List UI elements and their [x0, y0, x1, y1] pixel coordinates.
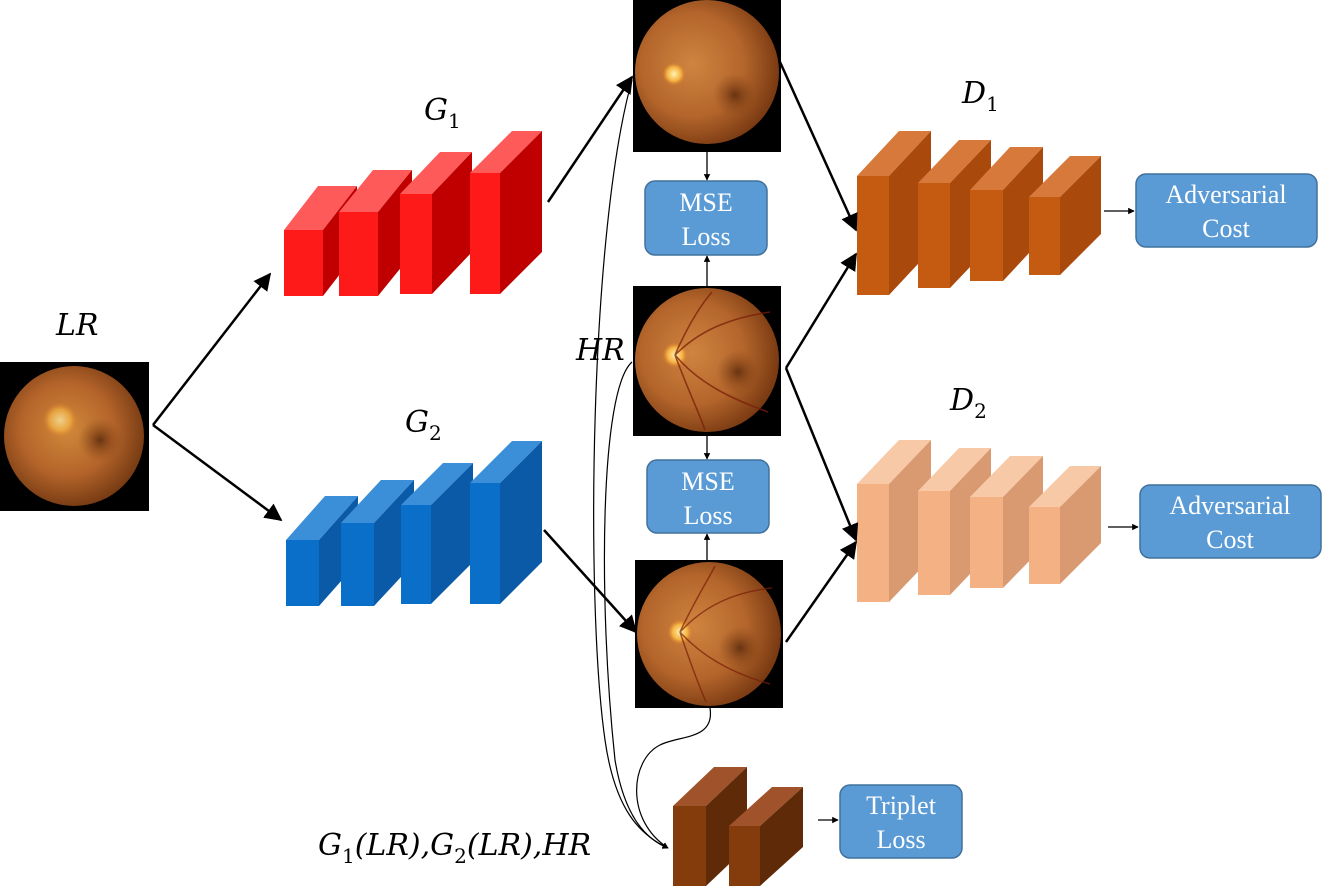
- d2-label: D2: [949, 383, 987, 423]
- g2-output-fundus-image: [635, 560, 783, 708]
- d1-label: D1: [961, 76, 999, 116]
- lr-label: LR: [55, 308, 99, 343]
- hr-fundus-image: [633, 286, 781, 436]
- mse-loss-top-box: MSE Loss: [644, 180, 768, 256]
- svg-text:Cost: Cost: [1202, 214, 1250, 243]
- svg-text:Triplet: Triplet: [866, 791, 937, 820]
- arrows: [152, 61, 1139, 849]
- mse-loss-bottom-box: MSE Loss: [646, 459, 770, 534]
- triplet-inputs-label: G1(LR),G2(LR),HR: [318, 828, 591, 868]
- g1-output-fundus-image: [633, 0, 781, 152]
- arrow-hr-to-d2: [784, 367, 859, 542]
- curve-hr-to-triplet: [603, 361, 669, 849]
- g2-block-3: [401, 463, 473, 604]
- arrow-hr-to-d1: [784, 252, 858, 369]
- arrow-g1out-to-d1: [778, 61, 858, 232]
- g2-label: G2: [405, 405, 442, 445]
- svg-text:MSE: MSE: [681, 467, 734, 496]
- g1-block-3: [400, 152, 472, 294]
- svg-text:Adversarial: Adversarial: [1169, 491, 1290, 520]
- svg-text:Loss: Loss: [683, 501, 732, 530]
- svg-text:Loss: Loss: [681, 222, 730, 251]
- discriminator-d2-network: [857, 440, 1101, 602]
- arrow-g2-to-output: [543, 529, 638, 634]
- svg-text:Cost: Cost: [1206, 525, 1254, 554]
- adversarial-cost-top-box: Adversarial Cost: [1135, 173, 1318, 248]
- hr-label: HR: [575, 333, 625, 368]
- d1-block-4: [1029, 156, 1101, 275]
- triplet-network: [673, 767, 803, 886]
- generator-g1-network: [284, 131, 542, 296]
- arrow-g1-to-output: [546, 75, 634, 203]
- svg-text:Adversarial: Adversarial: [1165, 180, 1286, 209]
- discriminator-d1-network: [857, 131, 1101, 295]
- g2-block-4: [470, 441, 542, 604]
- arrow-g2out-to-d2: [784, 540, 858, 643]
- svg-text:MSE: MSE: [679, 188, 732, 217]
- curve-g2out-to-triplet: [636, 707, 711, 849]
- g1-label: G1: [424, 93, 461, 133]
- g1-block-4: [470, 131, 542, 294]
- adversarial-cost-bottom-box: Adversarial Cost: [1139, 484, 1322, 559]
- d2-block-4: [1029, 466, 1101, 584]
- arrow-lr-to-g2: [152, 423, 283, 522]
- generator-g2-network: [286, 441, 542, 606]
- triplet-block-2: [729, 787, 803, 886]
- d1-block-1: [857, 131, 931, 295]
- curve-g1out-to-triplet: [593, 79, 669, 849]
- svg-text:Loss: Loss: [876, 825, 925, 854]
- lr-fundus-image: [0, 362, 149, 511]
- d2-block-3: [970, 456, 1043, 588]
- arrow-lr-to-g1: [152, 272, 272, 426]
- triplet-loss-box: Triplet Loss: [839, 784, 963, 859]
